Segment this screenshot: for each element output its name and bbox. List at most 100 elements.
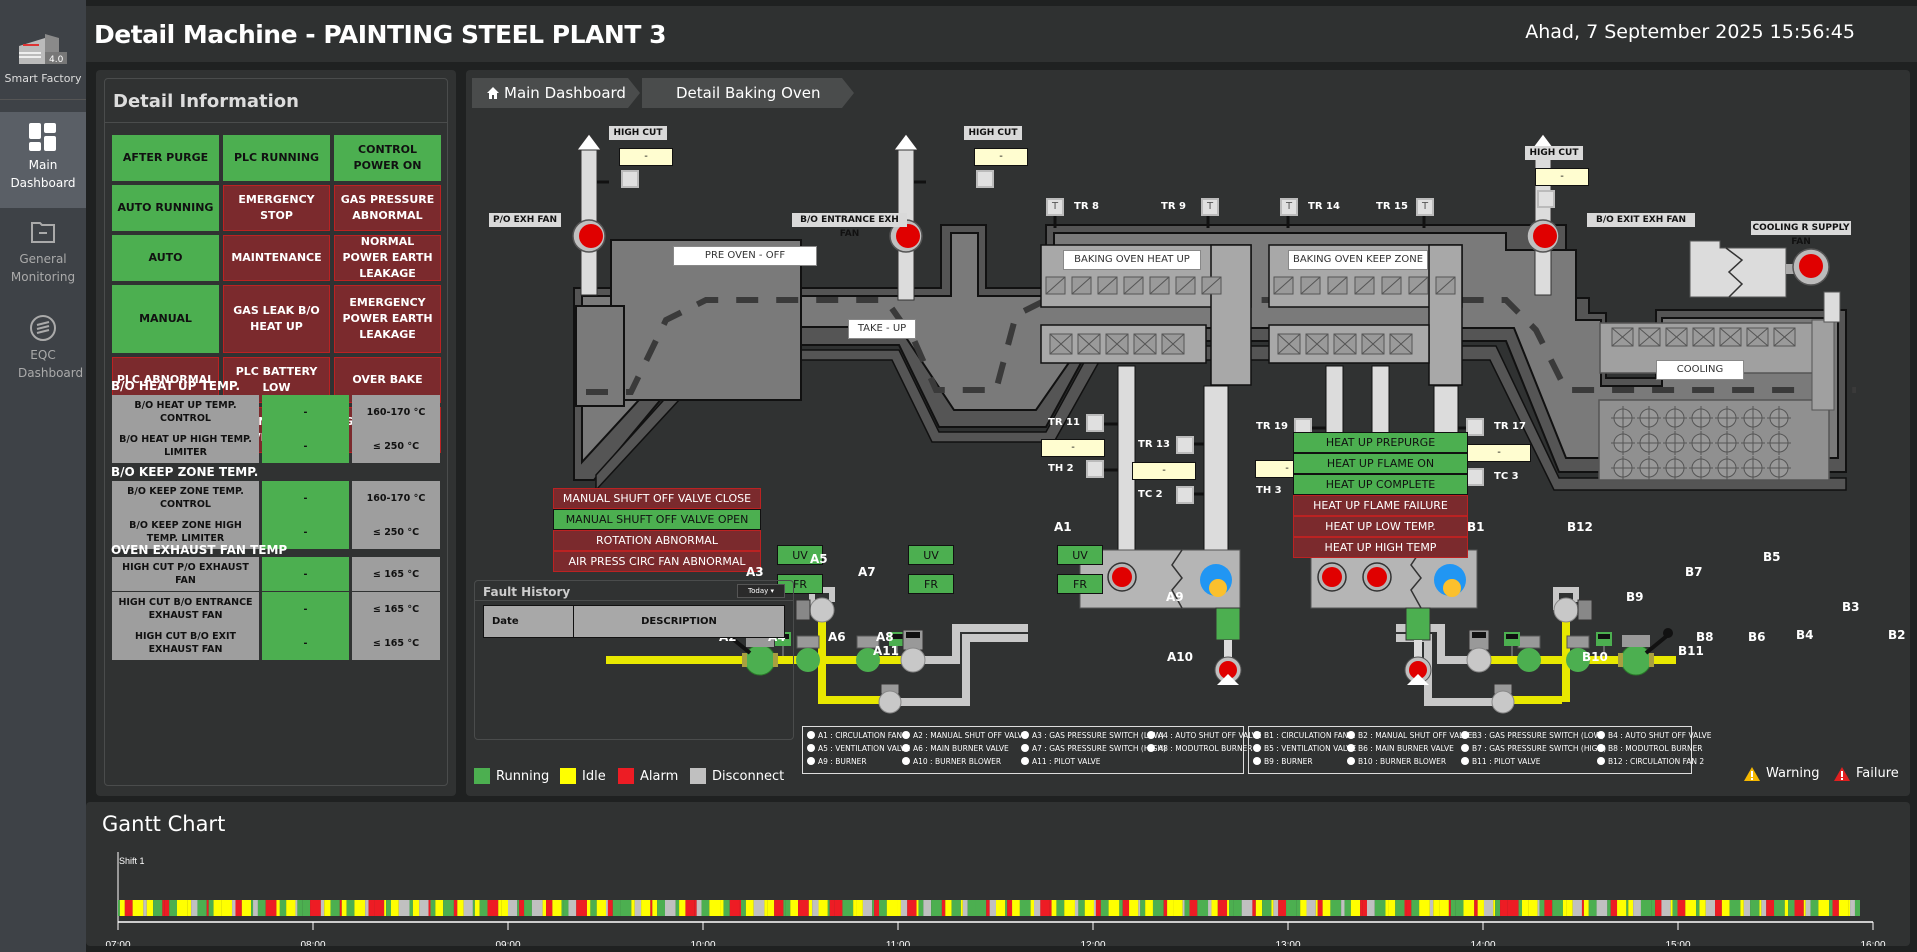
gantt-segment: [1433, 900, 1440, 916]
sidebar-item-general-monitoring[interactable]: General Monitoring: [0, 208, 86, 304]
column-header-description[interactable]: DESCRIPTION: [573, 605, 785, 638]
fr-indicator: FR: [777, 574, 823, 594]
gantt-segment: [1581, 900, 1584, 916]
gantt-segment: [767, 900, 775, 916]
gantt-segment: [463, 900, 473, 916]
gantt-segment: [531, 900, 543, 916]
gantt-segment: [701, 900, 710, 916]
valve-label-a11: A11: [873, 644, 899, 658]
temp-limit: ≤ 165 °C: [352, 626, 440, 660]
gantt-segment: [295, 900, 298, 916]
sensor-label: TH 3: [1256, 485, 1282, 496]
gantt-segment: [1537, 900, 1540, 916]
breadcrumb-detail-baking-oven[interactable]: Detail Baking Oven: [642, 78, 854, 108]
gantt-segment: [1385, 900, 1389, 916]
gantt-segment: [508, 900, 518, 916]
legend-label: Idle: [582, 768, 606, 784]
legend-item: A7 : GAS PRESSURE SWITCH (HIGH): [1021, 744, 1166, 753]
gantt-segment: [1850, 900, 1855, 916]
temperature-sensor-icon[interactable]: [1176, 436, 1194, 454]
gantt-segment: [886, 900, 898, 916]
temperature-sensor-icon[interactable]: [976, 170, 994, 188]
gantt-segment: [1705, 900, 1716, 916]
gantt-segment: [1138, 900, 1141, 916]
gantt-segment: [694, 900, 697, 916]
sidebar-item-label: Main Dashboard: [10, 158, 76, 190]
gantt-segment: [596, 900, 606, 916]
status-indicator: HEAT UP HIGH TEMP: [1293, 537, 1468, 558]
sensor-label: TC 3: [1494, 471, 1519, 482]
gantt-segment: [546, 900, 553, 916]
gantt-segment: [1049, 900, 1052, 916]
gantt-segment: [221, 900, 233, 916]
heat-up-chamber: [1040, 244, 1252, 386]
gantt-segment: [419, 900, 429, 916]
gantt-segment: [374, 900, 385, 916]
legend-item: A6 : MAIN BURNER VALVE: [902, 744, 1009, 753]
breadcrumb-main-dashboard[interactable]: Main Dashboard: [472, 78, 640, 108]
temperature-sensor-icon[interactable]: T: [1201, 198, 1219, 216]
column-header-date[interactable]: Date: [483, 605, 574, 638]
gantt-segment: [1455, 900, 1464, 916]
sensor-label: TR 13: [1138, 439, 1170, 450]
legend-item: A1 : CIRCULATION FAN: [807, 731, 902, 740]
gantt-segment: [1699, 900, 1706, 916]
temperature-sensor-icon[interactable]: [621, 170, 639, 188]
gantt-segment: [1419, 900, 1430, 916]
sidebar-item-main-dashboard[interactable]: Main Dashboard: [0, 112, 86, 208]
temperature-sensor-icon[interactable]: [1466, 418, 1484, 436]
temp-value: -: [262, 557, 349, 591]
valve-label-b12: B12: [1567, 520, 1593, 534]
temperature-sensor-icon[interactable]: T: [1280, 198, 1298, 216]
gantt-segment: [1715, 900, 1717, 916]
gantt-segment: [1350, 900, 1361, 916]
gantt-segment: [590, 900, 597, 916]
gantt-segment: [1854, 900, 1860, 916]
temperature-sensor-icon[interactable]: T: [1046, 198, 1064, 216]
pilot-valve-icon: [878, 690, 902, 714]
temperature-sensor-icon[interactable]: [1086, 460, 1104, 478]
entrance-exh-fan-label: B/O ENTRANCE EXH FAN: [792, 213, 907, 239]
gantt-segment: [1696, 900, 1700, 916]
sidebar-item-eqc-dashboard[interactable]: EQC Dashboard: [0, 304, 86, 400]
legend-item: B7 : GAS PRESSURE SWITCH (HIGH): [1461, 744, 1606, 753]
section-heading: OVEN EXHAUST FAN TEMP: [111, 543, 288, 557]
gantt-segment: [1395, 900, 1405, 916]
high-cut-label: HIGH CUT: [609, 126, 667, 140]
gantt-segment: [1610, 900, 1618, 916]
gantt-segment: [785, 900, 791, 916]
b1-fan-status-icon: [1322, 567, 1342, 587]
fault-history-title: Fault History: [475, 581, 793, 601]
gantt-segment: [241, 900, 252, 916]
temperature-sensor-icon[interactable]: [1466, 468, 1484, 486]
legend-item: B4 : AUTO SHUT OFF VALVE: [1597, 731, 1711, 740]
temp-value: -: [262, 429, 349, 463]
gantt-segment: [310, 900, 321, 916]
gantt-segment: [119, 900, 125, 916]
uv-indicator: UV: [777, 545, 823, 565]
temperature-sensor-icon[interactable]: [1537, 190, 1555, 208]
gantt-segment: [586, 900, 591, 916]
gantt-segment: [827, 900, 830, 916]
gantt-segment: [339, 900, 342, 916]
temperature-sensor-icon[interactable]: [1086, 414, 1104, 432]
filter-value: Today: [748, 587, 769, 595]
temperature-row: B/O KEEP ZONE TEMP. CONTROL-160-170 °C: [112, 481, 442, 515]
cooling-fan-status-icon: [1799, 254, 1823, 278]
status-tile: GAS PRESSURE ABNORMAL: [334, 185, 441, 231]
smart-factory-logo[interactable]: 4.0 Smart Factory: [0, 10, 86, 100]
fault-history-filter-dropdown[interactable]: Today ▾: [737, 584, 785, 598]
gantt-segment: [153, 900, 163, 916]
temperature-sensor-icon[interactable]: [1176, 486, 1194, 504]
sensor-label: TR 15: [1376, 201, 1408, 212]
valve-label-a6: A6: [828, 630, 846, 644]
temperature-sensor-icon[interactable]: T: [1416, 198, 1434, 216]
temp-label: HIGH CUT B/O ENTRANCE EXHAUST FAN: [112, 592, 259, 626]
valve-label-a8: A8: [876, 630, 894, 644]
legend-item: A11 : PILOT VALVE: [1021, 757, 1101, 766]
gantt-segment: [253, 900, 258, 916]
gantt-segment: [169, 900, 177, 916]
section-heading: B/O KEEP ZONE TEMP.: [111, 465, 259, 479]
